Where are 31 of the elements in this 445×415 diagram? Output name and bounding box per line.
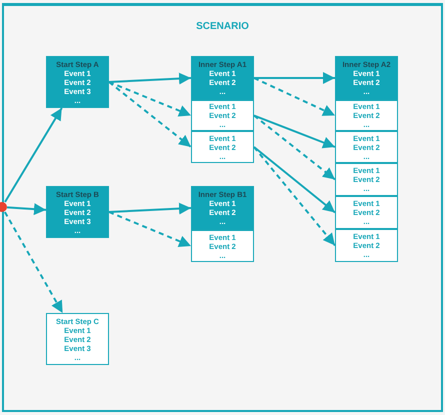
event-box bbox=[191, 100, 254, 131]
step-box bbox=[191, 56, 254, 100]
step-box bbox=[191, 186, 254, 230]
arrow bbox=[108, 202, 192, 215]
arrow bbox=[108, 81, 192, 117]
start-dot bbox=[0, 202, 7, 212]
arrow bbox=[6, 203, 46, 216]
arrow bbox=[4, 212, 64, 314]
arrow bbox=[108, 211, 192, 247]
event-box bbox=[335, 229, 398, 262]
step-box bbox=[46, 56, 109, 108]
arrow bbox=[253, 146, 336, 246]
arrow bbox=[254, 72, 335, 84]
arrow bbox=[108, 72, 192, 85]
event-box bbox=[335, 196, 398, 229]
arrow bbox=[254, 114, 336, 148]
event-box bbox=[191, 131, 254, 163]
step-box bbox=[46, 313, 109, 365]
event-box bbox=[335, 100, 398, 131]
arrow bbox=[253, 114, 336, 180]
event-box bbox=[335, 163, 398, 196]
frame-title: SCENARIO bbox=[196, 21, 249, 32]
arrow bbox=[4, 107, 63, 203]
scenario-frame bbox=[2, 3, 443, 412]
arrow bbox=[253, 146, 336, 214]
step-box bbox=[46, 186, 109, 238]
arrow bbox=[108, 81, 192, 148]
event-box bbox=[191, 230, 254, 262]
arrow bbox=[254, 77, 336, 116]
event-box bbox=[335, 131, 398, 163]
step-box bbox=[335, 56, 398, 100]
